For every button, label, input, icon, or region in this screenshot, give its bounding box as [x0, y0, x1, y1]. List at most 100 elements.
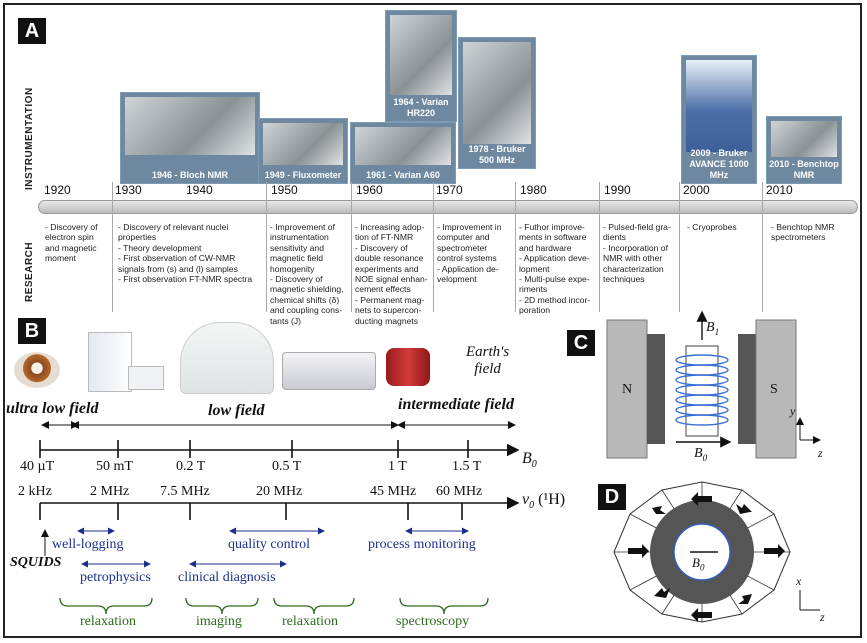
decade-label: 1950 — [271, 183, 298, 197]
nu-suffix: (¹H) — [534, 491, 566, 508]
nu-symbol: ν — [522, 491, 530, 508]
panel-b-label: B — [18, 318, 46, 344]
decade-label: 1990 — [604, 183, 631, 197]
quality-control-label: quality control — [228, 537, 311, 552]
b0-axis-label: B0 — [522, 450, 537, 470]
spectroscopy-label: spectroscopy — [396, 614, 470, 629]
decade-label: 1980 — [520, 183, 547, 197]
intermediate-field-label: intermediate field — [398, 396, 514, 413]
instrument-caption: 1964 - Varian HR220 — [393, 97, 449, 118]
timeline-divider — [679, 182, 680, 312]
instrument-photo-2010: 2010 - Benchtop NMR — [766, 116, 842, 184]
nu-subscript: 0 — [529, 500, 535, 512]
clinical-diagnosis-label: clinical diagnosis — [178, 570, 276, 585]
instrument-caption: 2010 - Benchtop NMR — [769, 159, 839, 180]
d-z-axis-label: z — [820, 610, 825, 624]
b1-subscript: 1 — [714, 326, 720, 337]
nu-tick-label: 7.5 MHz — [160, 484, 210, 499]
decade-label: 1970 — [436, 183, 463, 197]
red-magnet-image — [386, 348, 430, 386]
b0-tick-label: 50 mT — [96, 459, 133, 474]
c-y-axis-label: y — [790, 404, 796, 418]
varian-a60-image — [355, 127, 451, 165]
research-1970: - Improvement in computer and spectromet… — [437, 222, 502, 285]
bruker-avance-image — [686, 60, 752, 152]
d-x-axis-label: x — [796, 574, 802, 588]
timeline-divider — [599, 182, 600, 312]
low-field-label: low field — [208, 402, 265, 419]
instrument-caption: 2009 - Bruker AVANCE 1000 MHz — [689, 148, 749, 180]
research-2010: - Benchtop NMR spectrometers — [771, 222, 835, 243]
instrument-photo-2009: 2009 - Bruker AVANCE 1000 MHz — [681, 55, 757, 184]
earth-field-label: Earth's field — [466, 344, 510, 377]
c-b0-subscript: 0 — [702, 452, 708, 463]
instrument-photo-1961: 1961 - Varian A60 — [350, 122, 456, 184]
instrument-photo-1978: 1978 - Bruker 500 MHz — [458, 37, 536, 169]
instrument-photo-1964: 1964 - Varian HR220 — [385, 10, 457, 122]
decade-label: 1960 — [356, 183, 383, 197]
research-1950: - Improvement of instrumentation sensiti… — [270, 222, 344, 326]
timeline-divider — [762, 182, 763, 312]
nu-axis-label: ν0 (¹H) — [522, 491, 565, 511]
instrument-caption: 1978 - Bruker 500 MHz — [468, 144, 526, 165]
b0-subscript: 0 — [531, 459, 537, 471]
instrument-caption: 1946 - Bloch NMR — [151, 170, 229, 180]
b0-tick-label: 0.2 T — [176, 459, 206, 474]
bruker-500-image — [463, 42, 531, 144]
b0-tick-label: 40 µT — [20, 459, 55, 474]
well-logging-label: well-logging — [52, 537, 124, 552]
decade-label: 2000 — [683, 183, 710, 197]
instrument-caption: 1949 - Fluxometer — [264, 170, 342, 180]
c-b0-label: B0 — [694, 446, 707, 463]
bloch-nmr-image — [125, 97, 255, 155]
decade-label: 1940 — [186, 183, 213, 197]
timeline-divider — [266, 182, 267, 312]
research-1930: - Discovery of relevant nuclei propertie… — [118, 222, 253, 285]
panel-c-label: C — [567, 330, 595, 356]
petrophysics-label: petrophysics — [80, 570, 151, 585]
timeline-divider — [351, 182, 352, 312]
c-b0-symbol: B — [694, 446, 703, 461]
nu-tick-label: 2 kHz — [18, 484, 52, 499]
research-1960: - Increasing adop- tion of FT-NMR - Disc… — [355, 222, 428, 326]
north-pole-label: N — [622, 382, 633, 397]
imaging-label: imaging — [196, 614, 242, 629]
b0-tick-label: 1.5 T — [452, 459, 482, 474]
process-monitoring-label: process monitoring — [368, 537, 476, 552]
decade-label: 1930 — [115, 183, 142, 197]
decade-label: 1920 — [44, 183, 71, 197]
d-b0-symbol: B — [692, 555, 700, 570]
ultra-low-field-label: ultra low field — [6, 400, 99, 417]
mri-scanner-image — [180, 322, 274, 394]
benchtop-nmr-image — [771, 121, 837, 157]
nu-tick-label: 20 MHz — [256, 484, 303, 499]
lowfield-console-image — [128, 366, 164, 390]
fluxometer-image — [263, 123, 343, 165]
nu-tick-label: 45 MHz — [370, 484, 417, 499]
research-2000: - Cryoprobes — [687, 222, 737, 232]
d-b0-label: B0 — [692, 555, 704, 573]
instrument-photo-1949: 1949 - Fluxometer — [258, 118, 348, 184]
varian-hr220-image — [390, 15, 452, 95]
b1-symbol: B — [706, 320, 715, 335]
timeline-bar — [38, 200, 858, 214]
timeline-divider — [112, 182, 113, 312]
timeline-divider — [433, 182, 434, 312]
d-b0-subscript: 0 — [699, 562, 705, 573]
instrument-photo-1946: 1946 - Bloch NMR — [120, 92, 260, 184]
c-z-axis-label: z — [818, 446, 823, 460]
squids-label: SQUIDS — [10, 555, 62, 570]
panel-a-label: A — [18, 18, 46, 44]
timeline-divider — [515, 182, 516, 312]
research-1980: - Futhor improve- ments in software and … — [519, 222, 591, 316]
research-1990: - Pulsed-field gra- dients - Incorporati… — [603, 222, 671, 285]
b0-tick-label: 1 T — [388, 459, 407, 474]
relaxation-label-2: relaxation — [282, 614, 338, 629]
b0-tick-label: 0.5 T — [272, 459, 302, 474]
nu-tick-label: 2 MHz — [90, 484, 130, 499]
instrumentation-label: INSTRUMENTATION — [24, 87, 35, 190]
b1-label: B1 — [706, 320, 719, 337]
benchtop-spectrometer-image — [282, 352, 376, 390]
research-label: RESEARCH — [24, 241, 35, 302]
b0-symbol: B — [522, 450, 532, 467]
